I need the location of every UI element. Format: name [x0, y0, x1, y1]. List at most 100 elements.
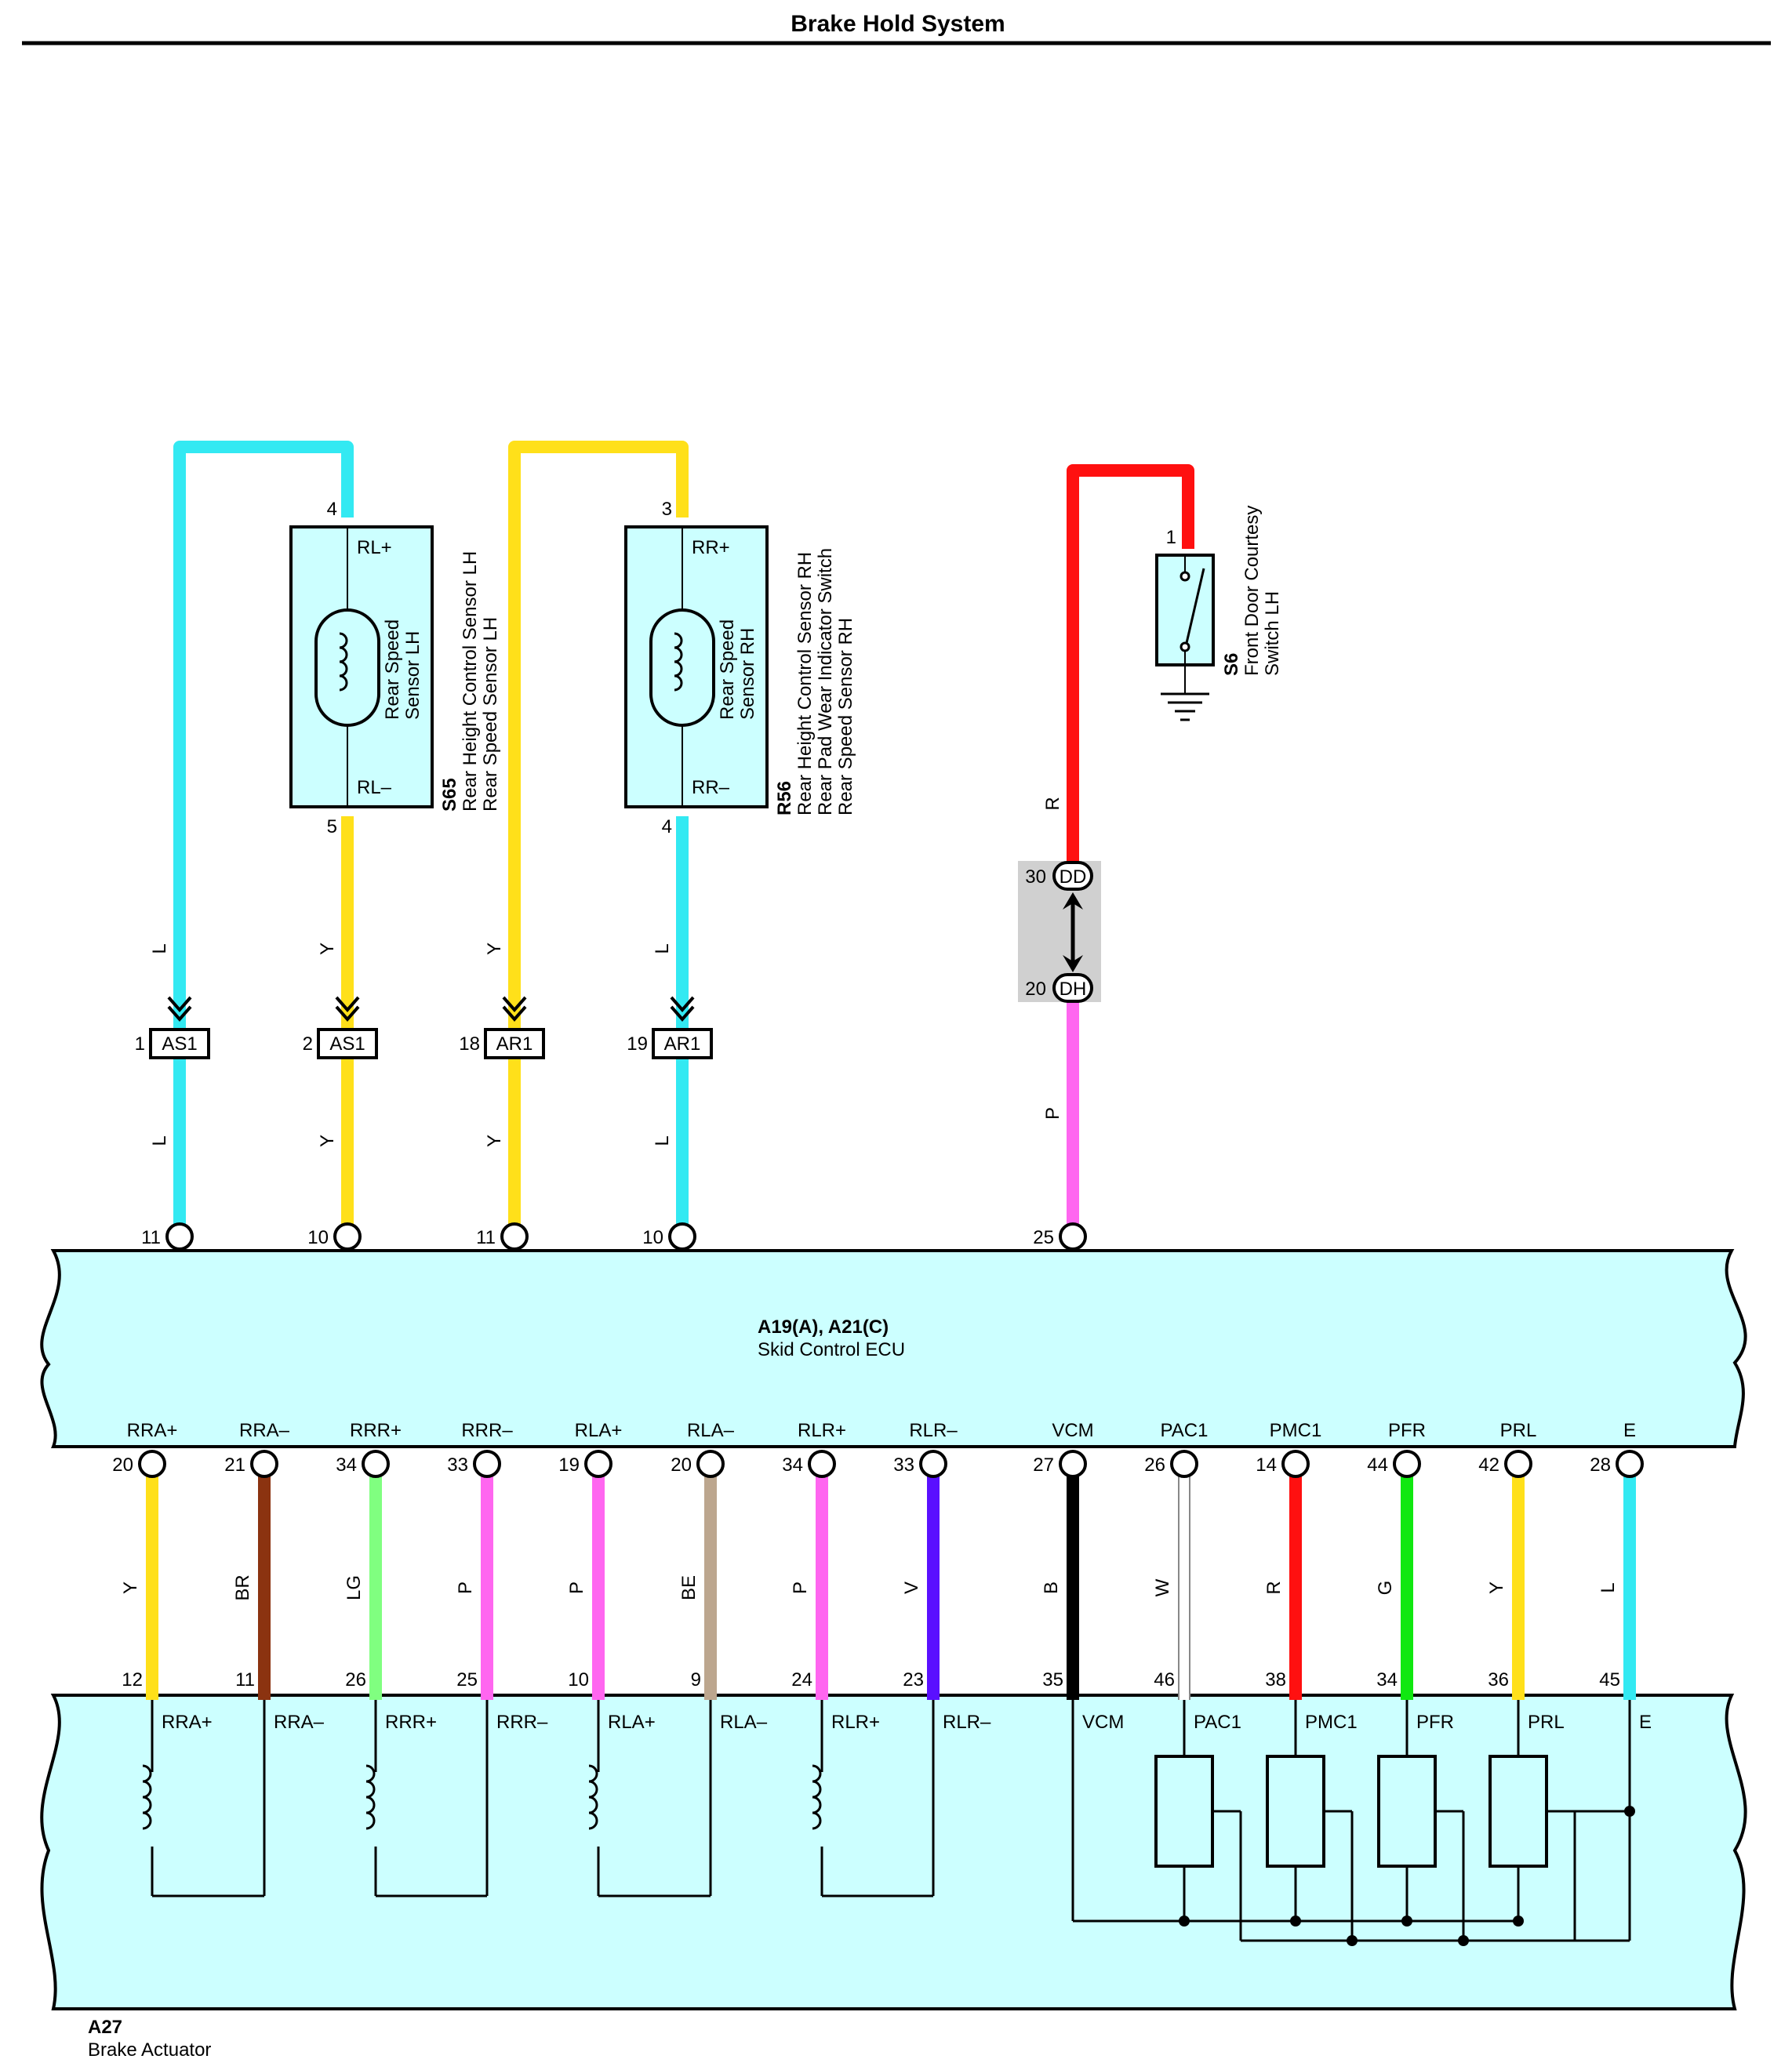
s6-front-door-courtesy-switch: 1 S6 Front Door Courtesy Switch LH — [1155, 506, 1283, 721]
ecu-pin-circle — [696, 1450, 725, 1478]
ecu-pin-circle — [362, 1450, 390, 1478]
ecu-pin-circle — [250, 1450, 278, 1478]
actuator-terminal-label: E — [1639, 1712, 1652, 1733]
actuator-pin-number: 10 — [568, 1669, 589, 1690]
upper-wire-0 — [173, 441, 354, 1233]
wire-color-label: BR — [232, 1574, 253, 1600]
r56-name-1: Rear Height Control Sensor RH — [794, 552, 816, 815]
brake-actuator: A27 Brake Actuator — [40, 1694, 1747, 2061]
ecu-pin-number: 21 — [224, 1454, 245, 1476]
junction-bottom-pin: 20 — [1025, 979, 1046, 1000]
s65-name-2: Rear Speed Sensor LH — [480, 617, 501, 812]
ground-icon — [1161, 692, 1209, 721]
s65-term-bottom: RL– — [357, 777, 392, 798]
ecu-pin-circle — [138, 1450, 166, 1478]
ecu-pin-circle — [1616, 1450, 1644, 1478]
ecu-pin-circle — [1059, 1450, 1087, 1478]
ecu-pin-circle — [500, 1222, 529, 1251]
actuator-pin-number: 45 — [1599, 1669, 1620, 1690]
junction-dot — [1179, 1916, 1190, 1927]
switch-contact-icon — [1185, 568, 1205, 644]
s6-name-2: Switch LH — [1262, 591, 1283, 676]
s65-pin-bottom: 5 — [327, 816, 337, 837]
actuator-body — [40, 1694, 1747, 2010]
ecu-pin-circle — [1393, 1450, 1421, 1478]
r56-name-2: Rear Pad Wear Indicator Switch — [815, 548, 836, 815]
wire-color-label: B — [1041, 1582, 1062, 1594]
ecu-terminal-label: RRA– — [239, 1420, 290, 1441]
actuator-pin-number: 35 — [1042, 1669, 1063, 1690]
ecu-pin-circle — [1504, 1450, 1532, 1478]
ecu-pin-circle — [1281, 1450, 1310, 1478]
wire-color-label: R — [1042, 797, 1063, 810]
inline-connector-name: AS1 — [162, 1033, 197, 1055]
actuator-pin-number: 34 — [1376, 1669, 1398, 1690]
upper-wire-2 — [508, 441, 689, 1233]
ecu-pin-circle — [1170, 1450, 1198, 1478]
r56-term-top: RR+ — [692, 537, 730, 558]
ecu-pin-number: 11 — [476, 1227, 496, 1248]
wire-color-label: Y — [120, 1582, 141, 1594]
junction-top-conn: DD — [1060, 866, 1087, 888]
s65-inner-1: Rear Speed — [382, 619, 403, 720]
wire-color-label: BE — [678, 1575, 700, 1600]
ecu-terminal-label: PAC1 — [1161, 1420, 1209, 1441]
inline-connector-pin: 19 — [627, 1033, 648, 1055]
junction-dot — [1458, 1935, 1469, 1946]
ecu-terminal-label: RRR+ — [350, 1420, 402, 1441]
wire-color-label: Y — [484, 942, 505, 955]
actuator-terminal-label: RLA– — [720, 1712, 768, 1733]
ecu-pin-cty-circle — [1059, 1222, 1087, 1251]
r56-rear-speed-sensor-rh: RR+ RR– 3 4 Rear Speed Sensor RH R56 Rea… — [624, 499, 856, 837]
actuator-pin-number: 23 — [903, 1669, 924, 1690]
ecu-pin-number: 28 — [1590, 1454, 1611, 1476]
ecu-terminal-label: PRL — [1500, 1420, 1537, 1441]
s65-name-1: Rear Height Control Sensor LH — [460, 551, 481, 812]
ecu-terminal-label: RLR+ — [798, 1420, 846, 1441]
wire-color-label: V — [901, 1582, 922, 1594]
ecu-pin-circle — [333, 1222, 362, 1251]
junction-dot — [1624, 1806, 1635, 1817]
actuator-pin-number: 11 — [235, 1669, 255, 1690]
wire-color-label: Y — [484, 1135, 505, 1147]
solenoid-coil-icon — [812, 1764, 822, 1830]
r56-name-3: Rear Speed Sensor RH — [835, 618, 856, 815]
s6-pin: 1 — [1166, 527, 1176, 548]
ecu-pin-circle — [473, 1450, 501, 1478]
ecu-terminal-label: E — [1623, 1420, 1636, 1441]
wire-color-label: G — [1375, 1581, 1396, 1596]
wire-color-label: Y — [317, 1135, 338, 1147]
junction-bottom-conn: DH — [1060, 979, 1087, 1000]
actuator-terminal-label: PFR — [1416, 1712, 1454, 1733]
r56-term-bottom: RR– — [692, 777, 730, 798]
wire-color-label: L — [652, 1135, 673, 1146]
actuator-pin-number: 38 — [1265, 1669, 1286, 1690]
solenoid-coil-icon — [142, 1764, 152, 1830]
actuator-terminal-label: RRA+ — [162, 1712, 213, 1733]
actuator-pin-number: 25 — [456, 1669, 478, 1690]
junction-dot — [1290, 1916, 1301, 1927]
ecu-pin-number: 20 — [112, 1454, 133, 1476]
actuator-terminal-label: PMC1 — [1305, 1712, 1358, 1733]
s6-name-1: Front Door Courtesy — [1241, 506, 1263, 676]
ecu-pin-number: 27 — [1033, 1454, 1054, 1476]
wire-color-label: R — [1263, 1581, 1285, 1594]
solenoid-coil-icon — [365, 1764, 376, 1830]
connector-chevron-icon — [167, 996, 192, 1022]
actuator-pin-number: 12 — [122, 1669, 143, 1690]
ecu-pin-number: 10 — [642, 1227, 663, 1248]
ecu-pin-number: 33 — [893, 1454, 914, 1476]
s65-term-top: RL+ — [357, 537, 392, 558]
ecu-terminal-label: VCM — [1052, 1420, 1093, 1441]
junction-connector: DD 30 DH 20 — [1018, 861, 1101, 1003]
ecu-pin-circle — [584, 1450, 612, 1478]
red-wire-courtesy — [1067, 464, 1194, 862]
ecu-pin-number: 33 — [447, 1454, 468, 1476]
r56-inner-2: Sensor RH — [737, 628, 758, 720]
ecu-body — [40, 1249, 1747, 1448]
r56-code: R56 — [774, 781, 795, 815]
ecu-terminal-label: PFR — [1388, 1420, 1426, 1441]
inline-connector-box — [317, 1028, 378, 1059]
actuator-pin-number: 26 — [345, 1669, 366, 1690]
s65-inner-2: Sensor LH — [402, 631, 423, 720]
